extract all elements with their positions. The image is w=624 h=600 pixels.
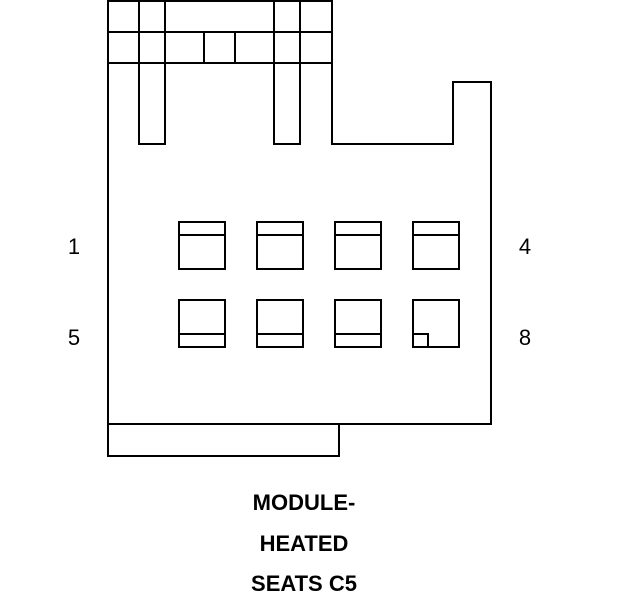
pin-cavity [412, 299, 460, 348]
cavity-row-bottom [178, 299, 460, 348]
pin-cavity [334, 221, 382, 270]
pin-cavity [178, 221, 226, 270]
caption-line-2: HEATED [260, 531, 349, 556]
connector-body [107, 0, 492, 457]
bottom-tab [107, 424, 340, 457]
pin-cavity [412, 221, 460, 270]
latch-leg-right [273, 0, 301, 145]
pin-cavity [334, 299, 382, 348]
pin-label-1: 1 [68, 234, 80, 259]
pin-label-4: 4 [519, 234, 531, 259]
pin-cavity [256, 221, 304, 270]
pin-cavity [178, 299, 226, 348]
pin-cavity [256, 299, 304, 348]
cavity-row-top [178, 221, 460, 270]
pin-label-8: 8 [519, 325, 531, 350]
caption-line-3: SEATS C5 [251, 571, 357, 596]
pin-label-5: 5 [68, 325, 80, 350]
connector-outline [107, 0, 492, 425]
latch-leg-left [138, 0, 166, 145]
caption-line-1: MODULE- [253, 490, 356, 515]
